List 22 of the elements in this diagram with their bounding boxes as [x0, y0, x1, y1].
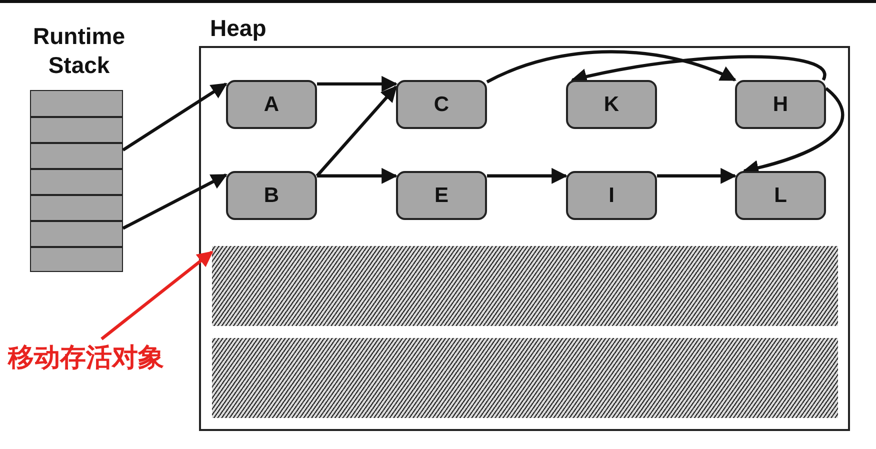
arrow	[122, 174, 228, 230]
heading: Runtime Stack	[32, 22, 126, 80]
arrow	[486, 50, 736, 84]
object-box: B	[226, 171, 317, 220]
object-box: L	[735, 171, 826, 220]
annotation: 移动存活对象	[8, 339, 164, 377]
hatched-area	[212, 246, 838, 326]
arrow	[657, 168, 737, 184]
object-box: E	[396, 171, 487, 220]
object-box: A	[226, 80, 317, 129]
object-box: I	[566, 171, 657, 220]
arrow	[317, 168, 398, 184]
arrow	[122, 82, 228, 152]
object-box: C	[396, 80, 487, 129]
pointer-arrow	[100, 250, 214, 340]
object-box: H	[735, 80, 826, 129]
arrow	[316, 86, 398, 177]
arrow	[487, 168, 568, 184]
hatched-area	[212, 338, 838, 418]
arrow	[317, 76, 398, 92]
object-box: K	[566, 80, 657, 129]
heading: Heap	[210, 14, 266, 42]
